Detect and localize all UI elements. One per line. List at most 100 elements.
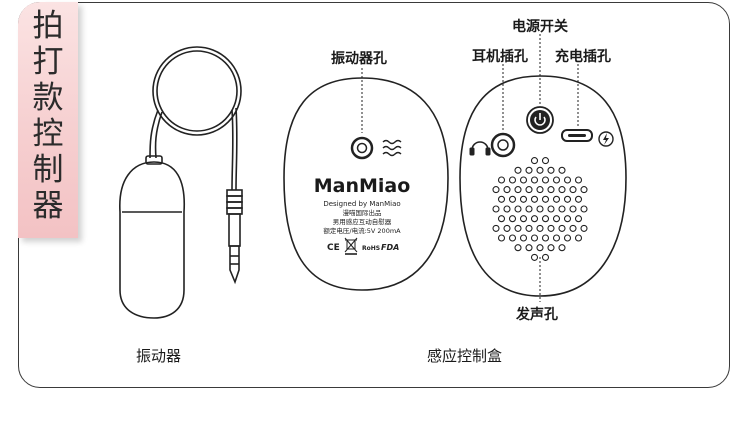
brand-logo-text: ManMiao xyxy=(314,175,411,197)
speaker-hole xyxy=(574,234,583,242)
side-title-char: 打 xyxy=(32,44,64,80)
side-title-char: 拍 xyxy=(32,8,64,44)
speaker-hole xyxy=(497,176,506,184)
fda-mark: FDA xyxy=(381,243,399,252)
speaker-hole xyxy=(552,234,561,242)
speaker-hole xyxy=(547,224,555,232)
ce-mark: CE xyxy=(327,243,340,253)
vibrator-illustration xyxy=(119,46,243,319)
speaker-hole xyxy=(525,205,533,213)
speaker-hole xyxy=(541,215,550,223)
speaker-hole xyxy=(497,215,506,223)
speaker-hole xyxy=(536,186,544,194)
speaker-hole xyxy=(547,186,555,194)
speaker-hole xyxy=(580,224,588,232)
speaker-hole xyxy=(497,195,506,203)
print-line2: 男用感应互动自慰器 xyxy=(333,217,392,226)
speaker-hole xyxy=(525,224,533,232)
speaker-hole xyxy=(563,195,572,203)
speaker-hole xyxy=(552,215,561,223)
speaker-hole xyxy=(558,244,566,252)
speaker-hole xyxy=(519,215,528,223)
side-title-char: 控 xyxy=(32,116,64,152)
sensor-box-caption: 感应控制盒 xyxy=(427,347,503,365)
speaker-holes xyxy=(492,157,588,261)
speaker-hole xyxy=(530,157,539,165)
speaker-hole xyxy=(558,166,566,174)
sensor-box-back xyxy=(459,34,627,302)
speaker-hole xyxy=(536,166,544,174)
speaker-hole xyxy=(508,176,517,184)
speaker-hole xyxy=(563,215,572,223)
speaker-hole xyxy=(508,195,517,203)
speaker-hole xyxy=(525,166,533,174)
speaker-hole xyxy=(530,215,539,223)
vibrator-hole-label: 振动器孔 xyxy=(331,51,387,67)
side-title-char: 制 xyxy=(32,152,64,188)
speaker-hole xyxy=(541,157,550,165)
speaker-hole xyxy=(569,224,577,232)
speaker-hole xyxy=(519,195,528,203)
side-title-char: 器 xyxy=(32,188,64,224)
speaker-hole xyxy=(541,253,550,261)
speaker-hole xyxy=(541,176,550,184)
speaker-hole xyxy=(580,205,588,213)
speaker-hole xyxy=(536,244,544,252)
speaker-hole xyxy=(519,234,528,242)
speaker-hole xyxy=(530,234,539,242)
headphone-icon xyxy=(469,141,491,156)
speaker-hole xyxy=(574,215,583,223)
speaker-hole xyxy=(492,205,500,213)
speaker-hole xyxy=(492,224,500,232)
speaker-hole xyxy=(569,205,577,213)
rating-text: 额定电压/电流:5V 200mA xyxy=(323,226,401,235)
speaker-hole xyxy=(574,195,583,203)
speaker-hole xyxy=(514,224,522,232)
speaker-hole xyxy=(536,205,544,213)
power-switch-label: 电源开关 xyxy=(512,19,568,35)
speaker-hole xyxy=(525,244,533,252)
wave-icon xyxy=(382,139,402,157)
vibrator-caption: 振动器 xyxy=(136,347,182,365)
speaker-hole xyxy=(508,215,517,223)
speaker-hole xyxy=(503,224,511,232)
speaker-hole xyxy=(508,234,517,242)
speaker-hole xyxy=(530,253,539,261)
speaker-hole xyxy=(492,186,500,194)
sound-holes-label: 发声孔 xyxy=(516,307,558,323)
speaker-hole xyxy=(514,205,522,213)
speaker-hole xyxy=(558,205,566,213)
speaker-hole xyxy=(514,166,522,174)
speaker-hole xyxy=(552,176,561,184)
speaker-hole xyxy=(497,234,506,242)
charge-port-label: 充电插孔 xyxy=(555,49,611,65)
rohs-mark: RoHS xyxy=(362,245,380,252)
designed-by-text: Designed by ManMiao xyxy=(323,200,400,208)
speaker-hole xyxy=(541,234,550,242)
speaker-hole xyxy=(541,195,550,203)
speaker-hole xyxy=(530,195,539,203)
cert-marks: CE RoHS FDA xyxy=(327,237,399,255)
earphone-jack-icon xyxy=(490,132,516,158)
speaker-hole xyxy=(574,176,583,184)
speaker-hole xyxy=(514,244,522,252)
weee-bin-icon xyxy=(344,237,358,255)
charge-bolt-icon xyxy=(598,131,614,147)
side-title: 拍打款控制器 xyxy=(18,8,78,224)
speaker-hole xyxy=(519,176,528,184)
speaker-hole xyxy=(525,186,533,194)
speaker-hole xyxy=(547,244,555,252)
speaker-hole xyxy=(569,186,577,194)
speaker-hole xyxy=(530,176,539,184)
sensor-box-front: ManMiao Designed by ManMiao 漫喵国际出品 男用感应互… xyxy=(283,68,449,291)
vibrator-hole-icon xyxy=(350,136,374,160)
speaker-hole xyxy=(580,186,588,194)
speaker-hole xyxy=(563,176,572,184)
print-line1: 漫喵国际出品 xyxy=(343,208,382,217)
speaker-hole xyxy=(558,224,566,232)
speaker-hole xyxy=(514,186,522,194)
speaker-hole xyxy=(558,186,566,194)
speaker-hole xyxy=(563,234,572,242)
side-banner xyxy=(18,2,78,238)
